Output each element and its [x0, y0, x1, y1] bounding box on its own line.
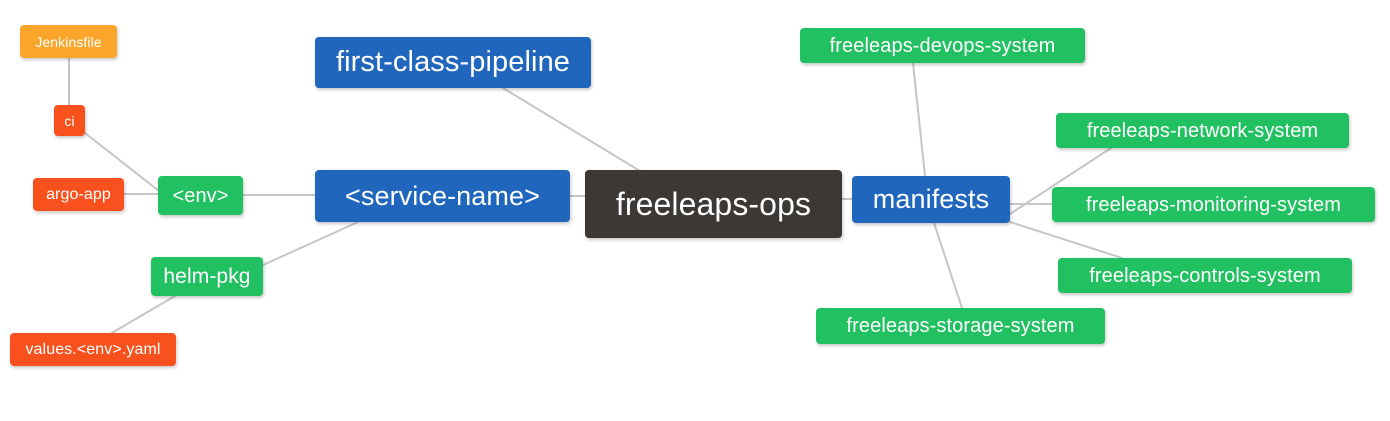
mindmap-node-freeleaps-monitoring-system[interactable]: freeleaps-monitoring-system [1052, 187, 1375, 222]
mindmap-edge-first-class-pipeline-to-freeleaps-ops [502, 87, 641, 172]
mindmap-node-label-argo-app: argo-app [46, 185, 111, 203]
mindmap-node-label-freeleaps-controls-system: freeleaps-controls-system [1089, 264, 1321, 287]
mindmap-node-values-yaml[interactable]: values.<env>.yaml [10, 333, 176, 366]
mindmap-node-argo-app[interactable]: argo-app [33, 178, 124, 211]
mindmap-node-label-service-name: <service-name> [345, 180, 540, 211]
mindmap-node-label-freeleaps-storage-system: freeleaps-storage-system [846, 315, 1075, 337]
mindmap-node-freeleaps-ops[interactable]: freeleaps-ops [585, 170, 842, 238]
mindmap-node-freeleaps-devops-system[interactable]: freeleaps-devops-system [800, 28, 1085, 63]
mindmap-node-label-freeleaps-network-system: freeleaps-network-system [1086, 119, 1319, 142]
mindmap-node-jenkinsfile[interactable]: Jenkinsfile [20, 25, 117, 58]
mindmap-node-freeleaps-controls-system[interactable]: freeleaps-controls-system [1058, 258, 1352, 293]
mindmap-node-label-values-yaml: values.<env>.yaml [25, 340, 161, 358]
mindmap-node-label-ci: ci [64, 112, 75, 129]
mindmap-node-label-freeleaps-monitoring-system: freeleaps-monitoring-system [1085, 193, 1341, 216]
mindmap-node-label-helm-pkg: helm-pkg [163, 265, 251, 288]
mindmap-node-label-jenkinsfile: Jenkinsfile [35, 33, 102, 50]
mindmap-node-ci[interactable]: ci [54, 105, 85, 136]
mindmap-edge-helm-pkg-to-service-name [262, 221, 359, 266]
mindmap-edge-manifests-to-freeleaps-devops-system [912, 62, 926, 177]
mindmap-node-label-freeleaps-ops: freeleaps-ops [615, 186, 812, 222]
mindmap-edge-manifests-to-freeleaps-storage-system [933, 222, 963, 309]
mindmap-node-first-class-pipeline[interactable]: first-class-pipeline [315, 37, 591, 88]
mindmap-node-label-freeleaps-devops-system: freeleaps-devops-system [829, 34, 1056, 57]
mindmap-node-label-env: <env> [172, 184, 229, 207]
mindmap-node-env[interactable]: <env> [158, 176, 243, 215]
mindmap-edge-values-yaml-to-helm-pkg [109, 295, 176, 335]
mindmap-node-label-manifests: manifests [872, 184, 990, 214]
mindmap-node-freeleaps-storage-system[interactable]: freeleaps-storage-system [816, 308, 1105, 344]
mindmap-node-manifests[interactable]: manifests [852, 176, 1010, 223]
mindmap-node-label-first-class-pipeline: first-class-pipeline [335, 46, 571, 78]
mindmap-node-freeleaps-network-system[interactable]: freeleaps-network-system [1056, 113, 1349, 148]
mindmap-node-helm-pkg[interactable]: helm-pkg [151, 257, 263, 296]
mindmap-node-service-name[interactable]: <service-name> [315, 170, 570, 222]
mindmap-edge-manifests-to-freeleaps-controls-system [1009, 221, 1123, 259]
